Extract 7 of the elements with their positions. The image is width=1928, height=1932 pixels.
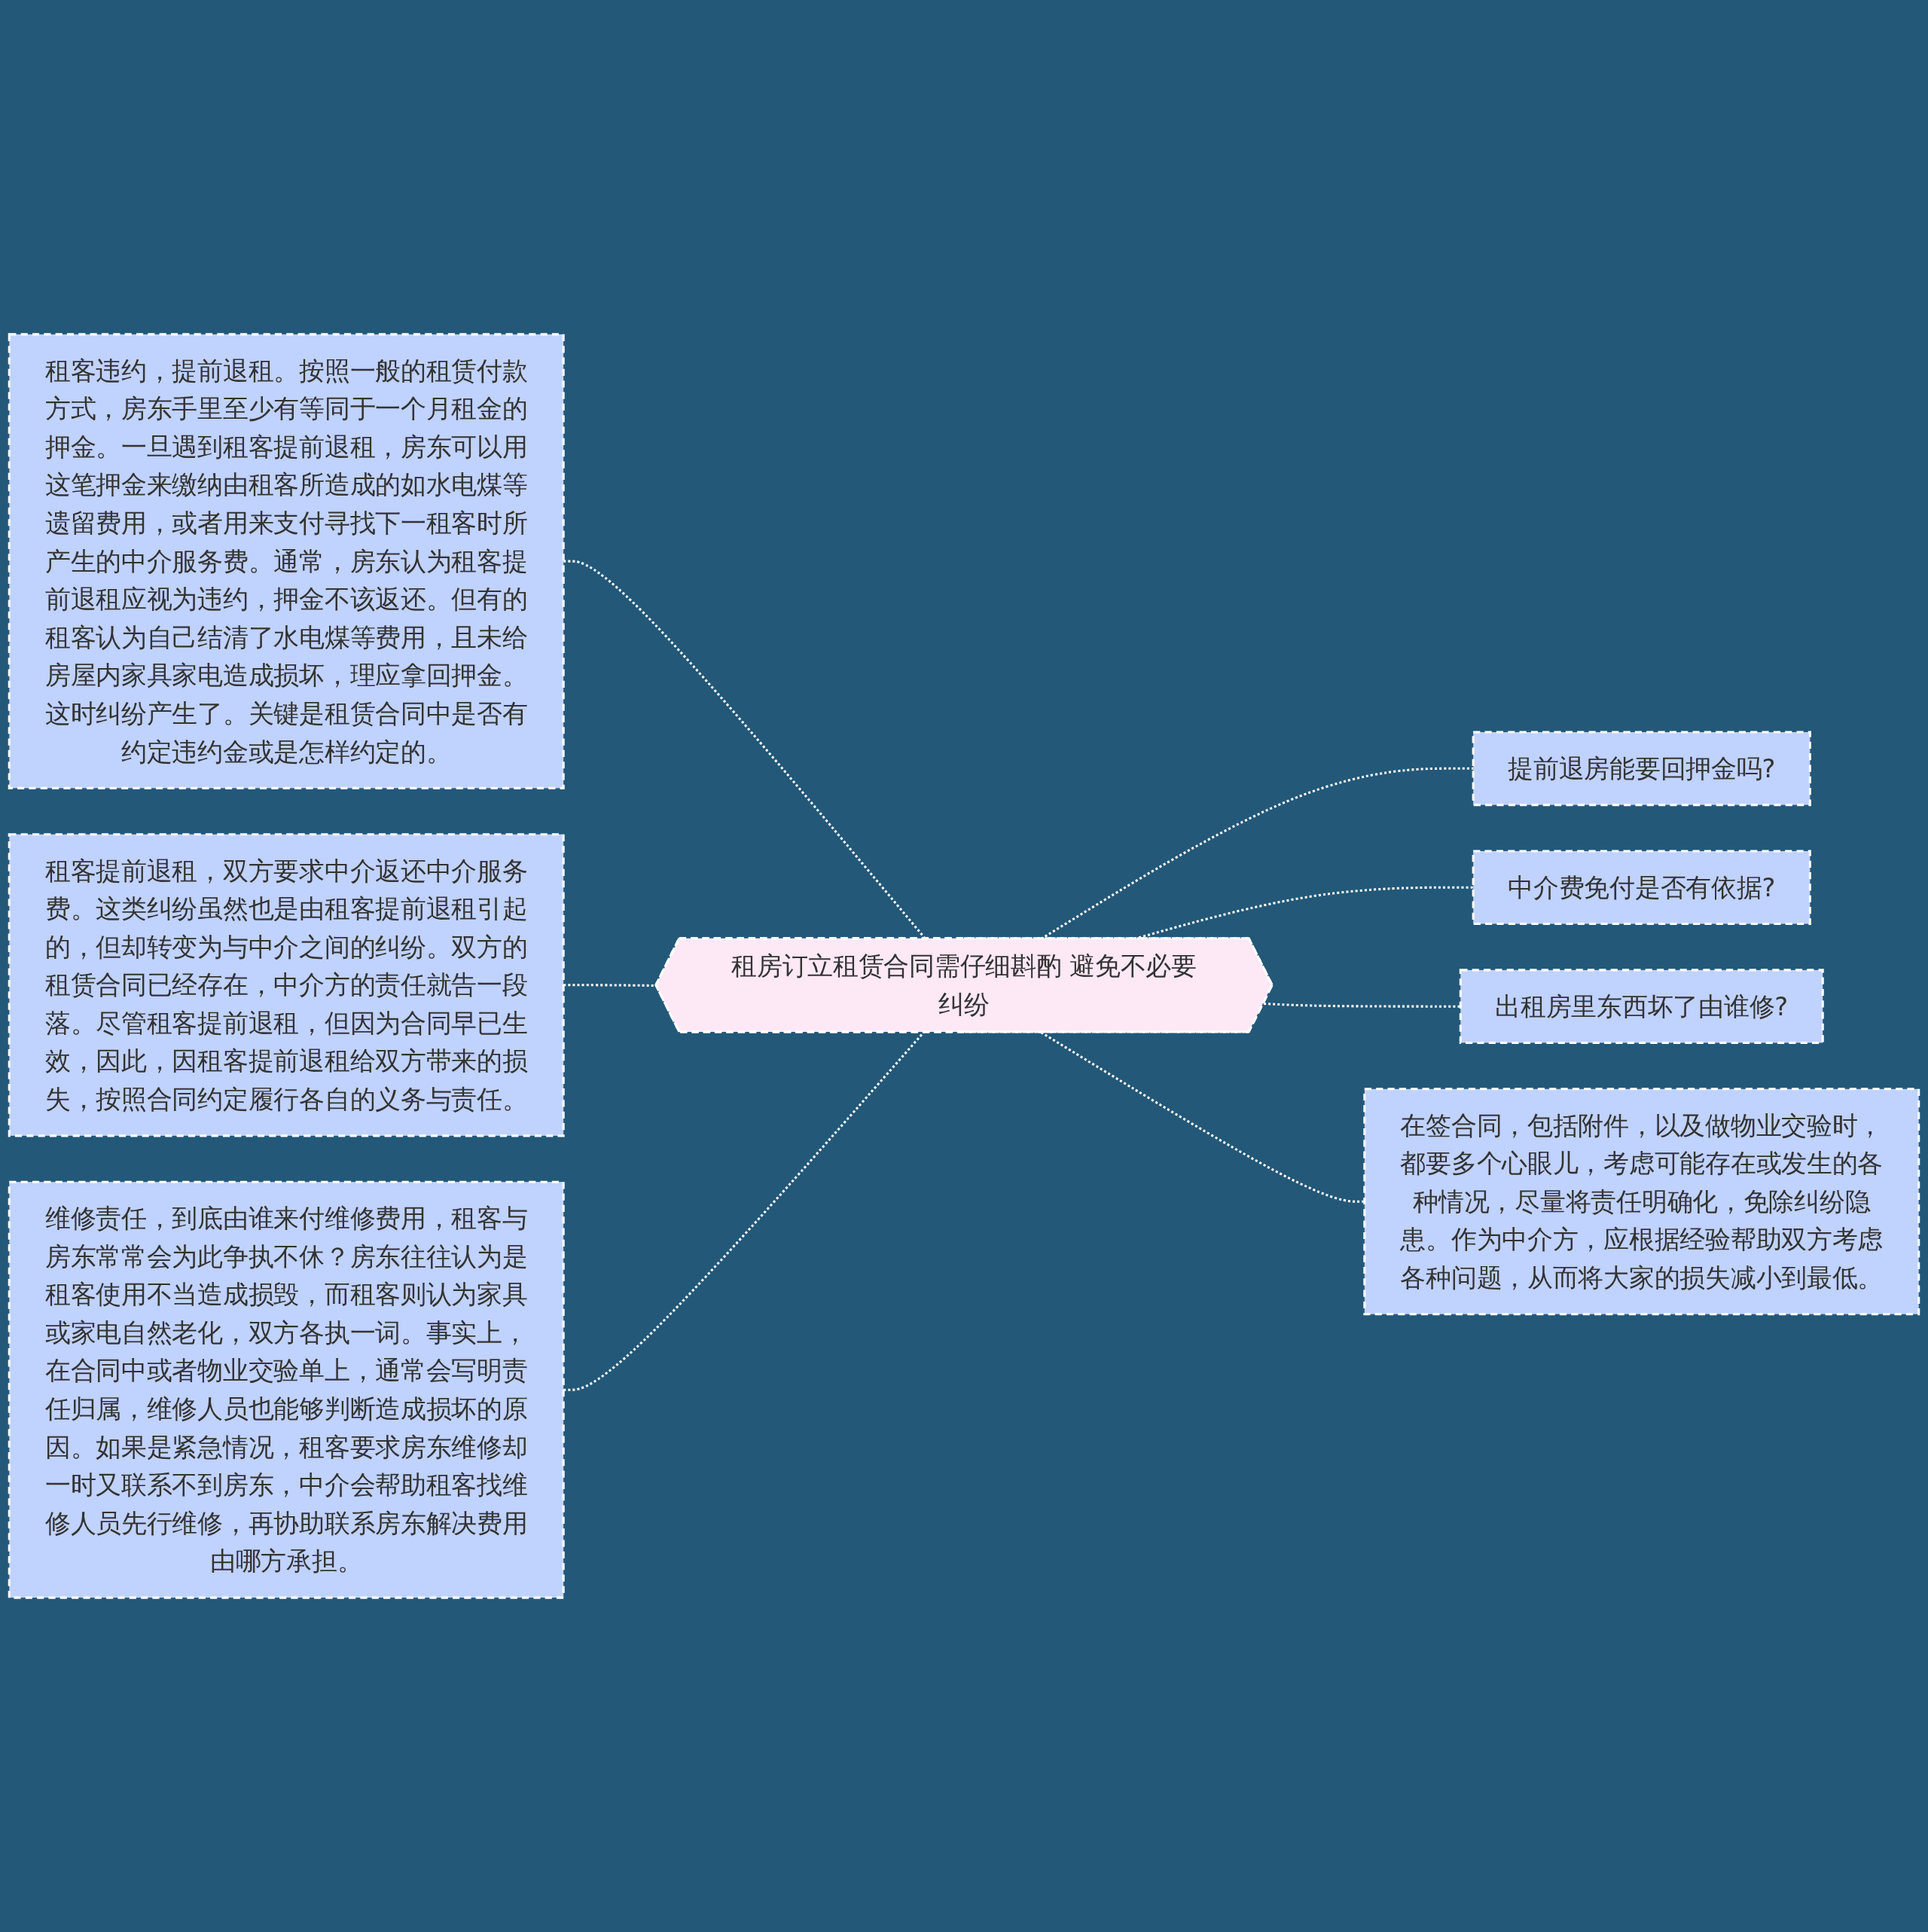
node-box: 租客违约，提前退租。按照一般的租赁付款方式，房东手里至少有等同于一个月租金的押金。一旦遇到租客提前退租，房东可以用这笔押金来缴纳由租客所造成的如水电煤等遗留费用，或者用来支付寻找下一租客时所产生的中介服务费。通常，房东认为租客提前退租应视为违约，押金不该返还。但有的租客认为自己结清了水电煤等费用，且未给房屋内家具家电造成损坏，理应拿回押金。这时纠纷产生了。关键是租赁合同中是否有约定违约金或是怎样约定的。 [8,333,565,789]
node-box: 中介费免付是否有依据? [1472,850,1811,926]
node-box: 在签合同，包括附件，以及做物业交验时，都要多个心眼儿，考虑可能存在或发生的各种情况，尽量将责任明确化，免除纠纷隐患。作为中介方，应根据经验帮助双方考虑各种问题，从而将大家的损失减小到最低。 [1363,1088,1920,1316]
node-box: 租客提前退租，双方要求中介返还中介服务费。这类纠纷虽然也是由租客提前退租引起的，但却转变为与中介之间的纠纷。双方的租赁合同已经存在，中介方的责任就告一段落。尽管租客提前退租，但因为合同早已生效，因此，因租客提前退租给双方带来的损失，按照合同约定履行各自的义务与责任。 [8,833,565,1137]
node-box: 提前退房能要回押金吗? [1472,731,1811,807]
node-box: 出租房里东西坏了由谁修? [1459,969,1824,1044]
node-box: 维修责任，到底由谁来付维修费用，租客与房东常常会为此争执不休？房东往往认为是租客使用不当造成损毁，而租客则认为家具或家电自然老化，双方各执一词。事实上，在合同中或者物业交验单上，通常会写明责任归属，维修人员也能够判断造成损坏的原因。如果是紧急情况，租客要求房东维修却一时又联系不到房东，中介会帮助租客找维修人员先行维修，再协助联系房东解决费用由哪方承担。 [8,1180,565,1599]
